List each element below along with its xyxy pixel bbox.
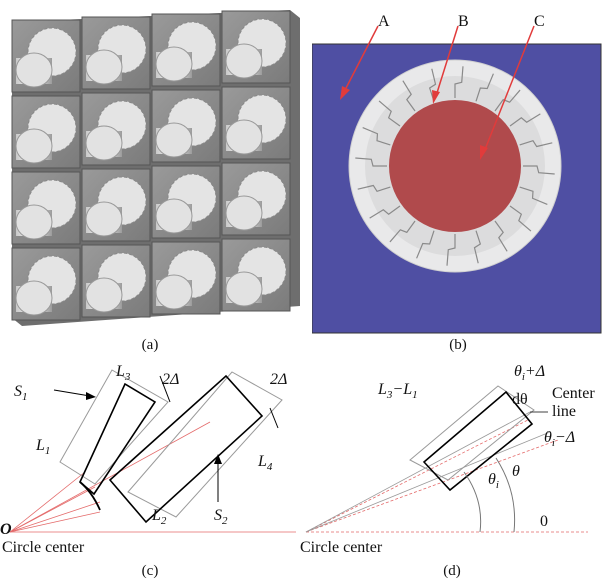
ring-slit xyxy=(362,127,391,146)
arc-l1 xyxy=(79,481,101,511)
label-l3-minus-l1: L3−L1 xyxy=(377,381,418,401)
cylinder-cap xyxy=(225,43,263,79)
arc-theta-i xyxy=(463,471,482,533)
caption-d: (d) xyxy=(443,563,461,579)
label-l1: L1 xyxy=(35,437,50,457)
label-l2: L2 xyxy=(151,507,167,527)
region-c-core xyxy=(389,100,521,232)
ring-slit xyxy=(509,113,541,127)
arrow-c-head xyxy=(480,145,488,160)
ring-slit xyxy=(523,165,555,175)
angle-diagram: L3−L1 θi+Δ dθ Center line θi−Δ θi θ 0 Ci… xyxy=(300,363,595,556)
label-b: B xyxy=(458,13,469,30)
ring-slit xyxy=(494,220,508,252)
label-theta-i: θi xyxy=(488,471,499,491)
arrow-c xyxy=(483,25,535,153)
panel-b: A B C xyxy=(311,4,604,334)
tick-2delta-2 xyxy=(269,407,279,429)
ring-slit xyxy=(369,205,401,219)
ring-slit xyxy=(475,73,494,102)
red-dashed-rays xyxy=(305,419,588,533)
ring-slit xyxy=(519,186,548,205)
label-circle-center-d: Circle center xyxy=(300,539,383,556)
cylinder-cap xyxy=(85,125,123,161)
pointer-s2-head xyxy=(214,454,222,464)
radial-rays xyxy=(9,421,296,533)
cylinder-cap xyxy=(85,201,123,237)
arc-theta xyxy=(495,457,516,533)
cylinder-cap xyxy=(15,280,53,316)
label-theta: θ xyxy=(512,463,520,480)
cylinder-cap xyxy=(15,204,53,240)
ring-slit xyxy=(494,89,521,112)
ring-slit xyxy=(519,139,553,148)
cylinder-cap xyxy=(155,46,193,82)
ring-slit xyxy=(428,68,437,102)
label-2delta-2: 2Δ xyxy=(270,371,287,388)
label-a: A xyxy=(378,13,390,30)
ring-slit xyxy=(357,184,391,193)
cylinder-cap xyxy=(155,122,193,158)
label-theta-plus-delta: θi+Δ xyxy=(514,363,545,383)
array-render xyxy=(11,10,300,326)
cylinder-cap xyxy=(225,271,263,307)
sector-diagram: S1 L1 L3 2Δ 2Δ L4 S2 L2 O Circle center xyxy=(0,363,296,556)
ring-slit xyxy=(402,80,416,112)
pointer-s1 xyxy=(53,389,91,397)
cylinder-cap xyxy=(85,277,123,313)
label-s1: S1 xyxy=(14,383,28,403)
label-2delta-1: 2Δ xyxy=(162,371,179,388)
label-zero: 0 xyxy=(540,513,548,530)
label-s2: S2 xyxy=(214,507,228,527)
ring-slit xyxy=(416,230,435,259)
label-circle-center-c: Circle center xyxy=(2,539,85,556)
arrow-a-head xyxy=(340,86,350,100)
caption-a: (a) xyxy=(141,337,159,353)
cross-section: A B C xyxy=(311,13,602,334)
label-theta-minus-delta: θi−Δ xyxy=(544,429,575,449)
cylinder-cap xyxy=(15,52,53,88)
arrow-a xyxy=(343,25,379,93)
ring-slit xyxy=(473,230,482,264)
caption-b: (b) xyxy=(449,337,467,353)
arrow-b xyxy=(435,25,459,97)
label-l4: L4 xyxy=(257,453,273,473)
pointer-s1-head xyxy=(86,392,96,400)
panel-d: L3−L1 θi+Δ dθ Center line θi−Δ θi θ 0 Ci… xyxy=(298,362,604,557)
arrow-b-head xyxy=(432,90,440,104)
ring-slits xyxy=(355,66,555,266)
panel-c: S1 L1 L3 2Δ 2Δ L4 S2 L2 O Circle center xyxy=(0,362,300,557)
ring-slit xyxy=(355,157,387,167)
ring-slit xyxy=(509,205,532,232)
cylinder-cap xyxy=(155,274,193,310)
grey-rays xyxy=(305,411,551,533)
outer-sector-s2 xyxy=(127,371,283,518)
tick-2delta-1 xyxy=(159,375,171,403)
label-center: Center xyxy=(552,385,595,402)
cylinder-cap xyxy=(85,49,123,85)
sector-s2 xyxy=(108,374,264,524)
sector-s1 xyxy=(79,382,157,496)
caption-c: (c) xyxy=(141,563,159,579)
outer-sector-s1 xyxy=(59,369,169,485)
ring-slit xyxy=(389,220,416,243)
ring-slit xyxy=(378,100,401,127)
label-line: line xyxy=(552,403,576,420)
ring-slit xyxy=(446,234,456,266)
element-sector xyxy=(422,390,534,492)
label-l3: L3 xyxy=(115,363,131,383)
cylinder-cap xyxy=(225,119,263,155)
cylinder-cap xyxy=(155,198,193,234)
panel-a xyxy=(2,6,300,331)
cylinder-cap xyxy=(15,128,53,164)
ring-slit xyxy=(454,66,464,98)
label-dtheta: dθ xyxy=(512,391,528,408)
cylinder-cap xyxy=(225,195,263,231)
label-c: C xyxy=(534,13,545,30)
label-origin: O xyxy=(0,521,12,538)
